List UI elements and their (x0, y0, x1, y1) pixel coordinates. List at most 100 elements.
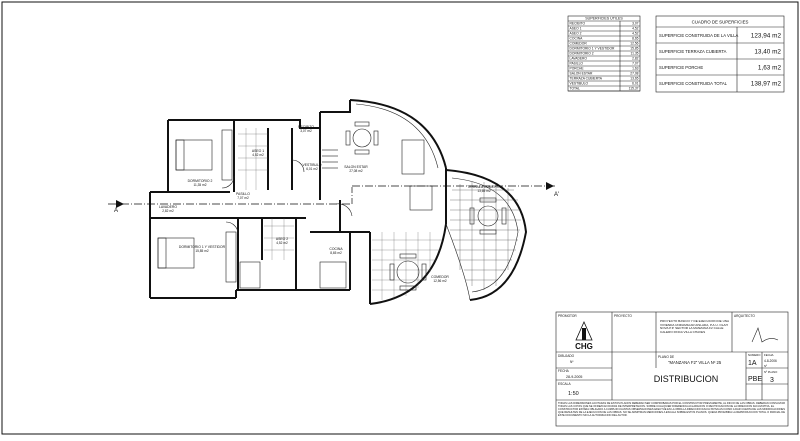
surfaces-row-value: 3,07 (632, 22, 639, 26)
dibujado-label: DIBUJADO (558, 354, 575, 358)
room-name: DORMITORIO 2 (188, 179, 213, 183)
surfaces-row-value: 12,56 (630, 42, 638, 46)
sofa (401, 139, 425, 175)
terrace-table (477, 205, 499, 227)
surfaces-row-label: COCINA (570, 37, 584, 41)
escala-value: 1:50 (568, 391, 579, 397)
project-label: PROYECTO (614, 314, 632, 318)
room-area: 2,82 m2 (162, 209, 174, 213)
summary-row-label: SUPERFICIE PORCHE (659, 65, 703, 70)
surfaces-row-label: ASEO 1 (570, 27, 582, 31)
title-block: PROMOTOR CHG PROYECTO ARQUITECTO PROYECT… (555, 311, 789, 427)
dining-table (396, 260, 420, 284)
surfaces-row-label: VESTIBULO (570, 82, 589, 86)
summary-row-value: 1,63 m2 (758, 65, 782, 72)
summary-table-title: CUADRO DE SUPERFICIES (692, 20, 749, 25)
plan-value: "MANZANA F2" VILLA Nº 25 (668, 360, 722, 365)
chg-logo: CHG (575, 321, 593, 351)
section-arrow-left (116, 200, 124, 208)
surfaces-row-label: PORCHE (570, 67, 585, 71)
room-area: 15,85 m2 (195, 249, 209, 253)
section-mark-left: A (114, 208, 118, 214)
room-area: 12,56 m2 (433, 279, 447, 283)
summary-table: CUADRO DE SUPERFICIES SUPERFICIE CONSTRU… (655, 15, 785, 93)
surfaces-row-label: ASEO 2 (570, 32, 582, 36)
plan-label: PLANO DE (658, 355, 674, 359)
summary-row-label: SUPERFICIE TERRAZA CUBIERTA (659, 49, 727, 54)
fecha-value: 28-9-2005 (566, 375, 582, 379)
surfaces-row-value: 1,63 (632, 67, 639, 71)
room-name: DORMITORIO 1 Y VESTIDOR (179, 245, 226, 249)
room-name: PASILLO (236, 192, 250, 196)
surfaces-row-label: PASILLO (570, 62, 584, 66)
room-area: 7,07 m2 (237, 196, 249, 200)
surfaces-row-value: 15,85 (630, 47, 638, 51)
room-name: COCINA (329, 247, 343, 251)
room-area: 8,65 m2 (330, 251, 342, 255)
summary-row-value: 123,94 m2 (751, 33, 782, 40)
n-label: Nº (764, 364, 767, 368)
surfaces-row-value: 2,82 (632, 57, 639, 61)
section-line: A A' (108, 182, 559, 214)
arquitecto-label: ARQUITECTO (734, 314, 755, 318)
surfaces-row-value: 115,37 (629, 87, 639, 91)
dibujado-value: Nº (570, 360, 574, 364)
room-name: RECIBITO (298, 125, 314, 129)
room-area: 6,01 m2 (306, 167, 318, 171)
section-arrow-right (546, 182, 554, 190)
project-description: PROYECTO BASICO Y DE EJECUCION DE UNA VI… (660, 320, 729, 335)
pbe-value: PBE (748, 376, 762, 383)
bed-dormitorio-2 (175, 139, 213, 171)
plano-label: Nº PLANO (764, 370, 778, 374)
footnote: TODAS LAS DIMENSIONES ACOTADAS DE ESTOS … (558, 402, 785, 418)
surfaces-row-value: 11,35 (630, 52, 638, 56)
surfaces-row-label: DORMITORIO 1 Y VESTIDOR (570, 47, 616, 51)
surfaces-table-title: SUPERFICIES UTILES (585, 17, 623, 21)
escala-label: ESCALA (558, 382, 571, 386)
surfaces-row-label: RECIBITO (570, 22, 586, 26)
promotor-label: PROMOTOR (558, 314, 577, 318)
summary-row-value: 13,40 m2 (754, 49, 781, 56)
room-name: LAVADERO (159, 205, 177, 209)
surfaces-row-label: DORMITORIO 2 (570, 52, 594, 56)
surfaces-row-label: SALON ESTAR (570, 72, 593, 76)
surfaces-row-value: 4,52 (632, 32, 639, 36)
surfaces-row-label: COMEDOR (570, 42, 588, 46)
surfaces-row-label: TOTAL (570, 87, 580, 91)
drawing-title: DISTRIBUCION (654, 374, 719, 384)
architect-signature (751, 327, 779, 343)
room-area: 27,08 m2 (349, 169, 363, 173)
surfaces-row-value: 27,08 (630, 72, 638, 76)
room-area: 3,07 m2 (300, 129, 312, 133)
surfaces-row-value: 4,52 (632, 27, 639, 31)
room-name: ASEO 1 (252, 149, 264, 153)
room-area: 4,52 m2 (252, 153, 264, 157)
room-area: 11,35 m2 (193, 183, 206, 187)
surfaces-row-value: 7,07 (632, 62, 639, 66)
summary-row-value: 138,97 m2 (751, 81, 782, 88)
numero-label: NUMERO (748, 353, 761, 357)
summary-row-label: SUPERFICIE CONSTRUIDA TOTAL (659, 81, 728, 86)
chg-logo-text: CHG (575, 342, 593, 351)
surfaces-row-value: 8,65 (632, 37, 639, 41)
bed-dormitorio-1 (157, 237, 195, 269)
room-name: SALON ESTAR (344, 165, 368, 169)
surfaces-row-value: 6,01 (632, 82, 639, 86)
surfaces-row-label: TERRAZA CUBIERTA (570, 77, 603, 81)
fecha-label-2: FECHA (764, 353, 774, 357)
room-name: TERRAZA CUBIERTA (467, 185, 501, 189)
fecha-value-2: 4-8-2006 (764, 359, 777, 363)
fecha-label: FECHA (558, 369, 570, 373)
numero-value: 1A (748, 360, 757, 367)
salon-table (352, 128, 372, 148)
section-mark-right: A' (554, 192, 559, 198)
room-name: VESTIBULO (302, 163, 321, 167)
plano-value: 3 (770, 377, 774, 384)
surfaces-row-value: 13,65 (630, 77, 638, 81)
surfaces-row-label: LAVADERO (570, 57, 588, 61)
